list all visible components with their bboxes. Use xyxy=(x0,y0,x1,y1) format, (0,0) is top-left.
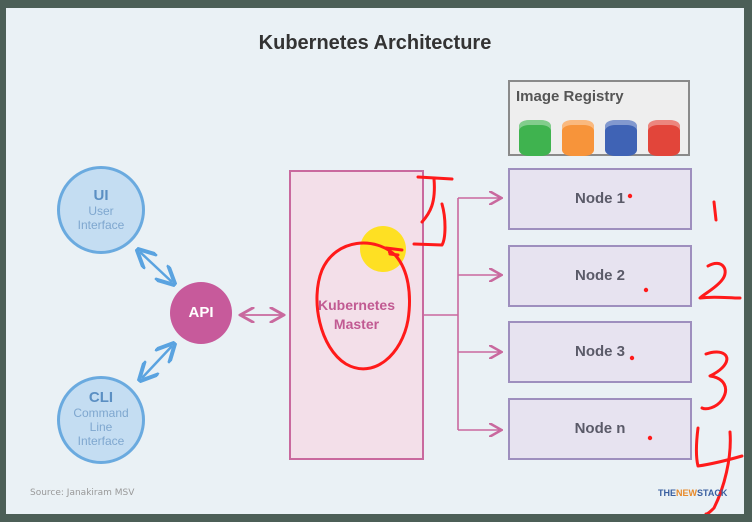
ui-line-2: Interface xyxy=(77,218,125,232)
annotation-number-2 xyxy=(698,261,742,300)
node-3: Node 3 xyxy=(508,321,692,383)
container-image-icon xyxy=(648,120,680,156)
node-2: Node 2 xyxy=(508,245,692,307)
connectors-layer xyxy=(6,175,744,514)
container-image-icon xyxy=(562,120,594,156)
cli-line-1: Command xyxy=(73,406,129,420)
source-credit: Source: Janakiram MSV xyxy=(30,488,135,498)
kubernetes-master-box xyxy=(289,170,424,460)
cli-api-arrow xyxy=(142,346,172,378)
node-n: Node n xyxy=(508,398,692,460)
diagram-title: Kubernetes Architecture xyxy=(258,32,492,54)
slide: Kubernetes Architecture UI User Interfac… xyxy=(6,8,744,514)
brand-logo: THENEWSTACK xyxy=(658,488,727,498)
node-1: Node 1 xyxy=(508,168,692,230)
annotation-number-1 xyxy=(712,200,718,222)
ui-api-arrow xyxy=(140,252,172,282)
container-image-icon xyxy=(519,120,551,156)
brand-mid: NEW xyxy=(676,488,697,498)
master-line-1: Kubernetes xyxy=(317,297,396,313)
annotation-number-3 xyxy=(700,350,729,411)
registry-images xyxy=(516,120,686,158)
cli-line-2: Line xyxy=(89,420,113,434)
ui-line-1: User xyxy=(88,204,114,218)
brand-left: THE xyxy=(658,488,676,498)
annotation-number-4 xyxy=(695,426,744,514)
master-line-2: Master xyxy=(333,316,380,332)
annotation-circle xyxy=(315,241,411,371)
ui-client: UI User Interface xyxy=(57,166,145,254)
image-registry-label: Image Registry xyxy=(516,88,624,105)
master-node-connectors xyxy=(424,198,500,430)
brand-right: STACK xyxy=(697,488,728,498)
cli-client: CLI Command Line Interface xyxy=(57,376,145,464)
red-dots xyxy=(388,193,653,441)
ui-heading: UI xyxy=(93,187,109,204)
kubernetes-master-label: Kubernetes Master xyxy=(289,296,424,334)
annotation-bracket xyxy=(412,175,454,247)
container-image-icon xyxy=(605,120,637,156)
cli-heading: CLI xyxy=(88,389,114,406)
api-node: API xyxy=(170,282,232,344)
cli-line-3: Interface xyxy=(77,434,125,448)
red-annotations xyxy=(315,175,744,514)
